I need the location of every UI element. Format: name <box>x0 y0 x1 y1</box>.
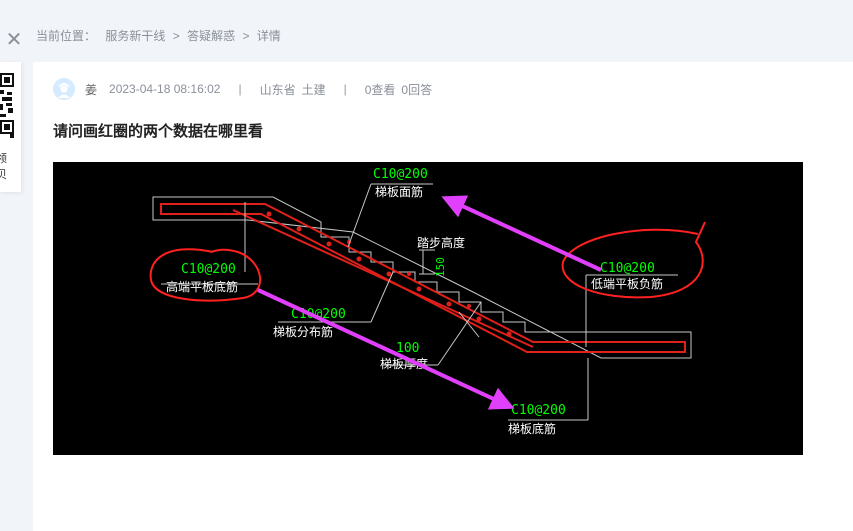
post-category: 土建 <box>301 82 326 97</box>
avatar[interactable] <box>53 78 75 100</box>
top-rebar-label: 梯板面筋 <box>375 184 423 199</box>
breadcrumb-separator: > <box>172 29 180 43</box>
high-end-label: 高端平板底筋 <box>166 279 238 294</box>
breadcrumb-item-qa[interactable]: 答疑解惑 <box>187 29 236 43</box>
qr-caption: 领 贝 <box>0 153 7 181</box>
label-text: 梯板面筋 踏步高度 高端平板底筋 低端平板负筋 梯板分布筋 梯板厚度 梯板底筋 <box>166 184 663 436</box>
low-end-label: 低端平板负筋 <box>591 276 663 291</box>
dist-label: 梯板分布筋 <box>273 324 333 339</box>
breadcrumb-separator: > <box>242 29 250 43</box>
breadcrumb-item-service[interactable]: 服务新干线 <box>105 29 166 43</box>
view-count: 0查看 <box>364 82 396 97</box>
magenta-arrows <box>257 195 602 410</box>
breadcrumb-prefix: 当前位置： <box>36 29 97 43</box>
breadcrumb-item-detail: 详情 <box>256 29 281 43</box>
annotation-circles <box>149 221 706 302</box>
question-card: 姜 2023-04-18 08:16:02 | 山东省 土建 | 0查看 0回答… <box>33 62 853 531</box>
meta-divider: | <box>343 82 347 96</box>
high-end-spec: C10@200 <box>181 262 236 277</box>
stair-drawing-svg: C10@200 C10@200 C10@200 C10@200 100 C10@… <box>149 167 706 436</box>
qr-code-panel[interactable]: 领 贝 <box>0 62 21 192</box>
thickness-label: 梯板厚度 <box>380 356 428 371</box>
dimension-text: C10@200 C10@200 C10@200 C10@200 100 C10@… <box>181 167 655 418</box>
breadcrumb: 当前位置： 服务新干线 > 答疑解惑 > 详情 <box>36 27 281 44</box>
rebar-group <box>160 203 686 353</box>
post-datetime: 2023-04-18 08:16:02 <box>109 82 221 96</box>
meta-divider: | <box>238 82 242 96</box>
low-end-spec: C10@200 <box>600 261 655 276</box>
red-circle-high-end <box>149 248 261 302</box>
leader-lines <box>161 183 678 421</box>
stair-outline <box>152 196 692 359</box>
question-title: 请问画红圈的两个数据在哪里看 <box>53 123 264 140</box>
qr-code-icon <box>0 70 20 144</box>
stair-drawing-image[interactable]: C10@200 C10@200 C10@200 C10@200 100 C10@… <box>53 162 803 455</box>
bottom-spec: C10@200 <box>511 403 566 418</box>
rebar-dots <box>266 211 512 337</box>
author-name[interactable]: 姜 <box>85 82 98 97</box>
user-avatar-icon <box>53 78 75 100</box>
post-province: 山东省 <box>259 82 296 97</box>
close-icon[interactable]: ✕ <box>5 29 23 51</box>
post-meta: 姜 2023-04-18 08:16:02 | 山东省 土建 | 0查看 0回答 <box>53 77 432 101</box>
bottom-label: 梯板底筋 <box>508 421 556 436</box>
thickness-value: 100 <box>396 341 419 356</box>
top-rebar-spec: C10@200 <box>373 167 428 182</box>
step-height-value: 150 <box>434 257 447 277</box>
arrow-to-top-rebar <box>441 195 602 272</box>
step-height-label: 踏步高度 <box>417 235 465 250</box>
arrow-to-bottom-rebar <box>257 288 515 410</box>
red-circle-low-end <box>561 221 706 299</box>
answer-count: 0回答 <box>401 82 433 97</box>
